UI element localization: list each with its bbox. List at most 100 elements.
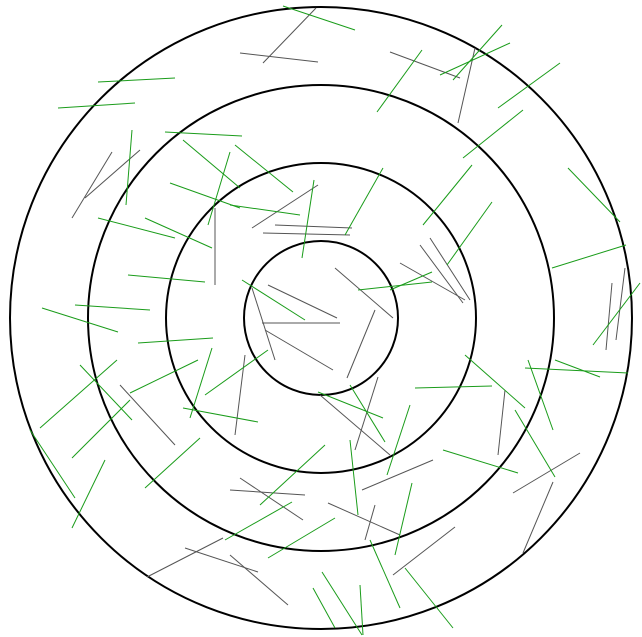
green-needle-4 — [376, 49, 423, 113]
green-needle-37 — [29, 429, 76, 499]
green-needle-41 — [551, 244, 627, 269]
gray-needle-28 — [364, 504, 376, 541]
green-needle-58 — [321, 571, 363, 636]
green-needle-52 — [259, 444, 326, 506]
green-needle-26 — [241, 279, 306, 321]
gray-needle-27 — [327, 502, 401, 536]
gray-needle-37 — [615, 267, 626, 341]
gray-needle-23 — [354, 376, 379, 451]
green-needle-48 — [349, 384, 386, 443]
gray-needle-26 — [361, 459, 434, 491]
green-needle-31 — [189, 347, 213, 419]
green-needle-43 — [524, 367, 629, 374]
green-needle-47 — [442, 449, 519, 474]
green-needle-39 — [464, 354, 526, 409]
gray-needle-16 — [346, 309, 376, 379]
gray-needle-19 — [429, 237, 471, 301]
ring-4-outermost — [9, 6, 633, 630]
green-needle-1 — [282, 5, 356, 31]
green-needle-8 — [462, 109, 524, 159]
green-needle-20 — [422, 164, 473, 226]
green-needle-56 — [369, 539, 401, 609]
gray-needle-9 — [274, 224, 353, 229]
green-needle-44 — [554, 359, 601, 378]
gray-needle-14 — [264, 329, 334, 371]
green-needle-7 — [497, 62, 561, 109]
gray-needle-1 — [262, 7, 317, 64]
rings-layer — [9, 6, 633, 630]
green-needle-11 — [182, 139, 241, 189]
green-needle-53 — [224, 501, 293, 541]
green-needle-5 — [439, 42, 511, 76]
green-needle-61 — [592, 282, 641, 346]
gray-needle-20 — [119, 384, 176, 446]
gray-needle-3 — [389, 51, 461, 79]
gray-needle-35 — [522, 481, 554, 554]
green-needle-51 — [349, 439, 359, 516]
green-needle-30 — [182, 407, 259, 423]
gray-needle-21 — [234, 354, 246, 436]
gray-needle-17 — [399, 262, 466, 301]
green-needle-19 — [344, 167, 384, 236]
green-needle-24 — [41, 307, 119, 333]
ring-3 — [87, 84, 555, 552]
gray-needle-31 — [229, 554, 289, 606]
green-needle-25 — [137, 337, 214, 344]
green-needle-49 — [317, 391, 384, 419]
green-needle-34 — [71, 399, 131, 459]
green-needle-12 — [234, 144, 294, 193]
gray-needle-36 — [605, 282, 613, 351]
gray-needles-layer — [71, 7, 626, 606]
green-needle-38 — [71, 459, 106, 529]
green-needle-46 — [527, 359, 554, 431]
green-needle-22 — [127, 274, 206, 283]
green-needle-35 — [79, 364, 133, 421]
green-needle-3 — [57, 102, 136, 109]
gray-needle-8 — [262, 232, 351, 236]
green-needle-16 — [97, 217, 176, 239]
gray-needle-12 — [267, 284, 338, 319]
green-needle-59 — [312, 587, 336, 629]
green-needle-10 — [164, 131, 243, 137]
gray-needle-6 — [84, 149, 141, 199]
green-needle-14 — [169, 182, 241, 209]
green-needle-23 — [74, 304, 151, 311]
ring-1-innermost — [243, 240, 399, 396]
gray-needle-7 — [251, 184, 319, 229]
green-needle-40 — [414, 385, 493, 389]
green-needle-54 — [267, 517, 336, 559]
gray-needle-15 — [251, 287, 276, 361]
ring-2 — [165, 162, 477, 474]
green-needle-21 — [446, 201, 493, 266]
gray-needle-29 — [146, 537, 224, 578]
gray-needle-5 — [71, 151, 113, 219]
gray-needle-11 — [334, 267, 394, 319]
green-needle-15 — [229, 204, 301, 216]
gray-needle-25 — [239, 477, 304, 521]
green-needle-18 — [301, 179, 315, 259]
green-needle-2 — [97, 77, 176, 83]
green-needle-6 — [452, 24, 503, 81]
green-needle-42 — [567, 167, 621, 223]
green-needle-36 — [144, 437, 201, 489]
green-needles-layer — [29, 5, 641, 636]
gray-needle-33 — [497, 389, 506, 456]
green-needle-27 — [357, 281, 433, 291]
gray-needle-2 — [239, 52, 319, 63]
green-needle-17 — [144, 217, 213, 249]
green-needle-45 — [514, 409, 556, 478]
gray-needle-18 — [419, 244, 464, 304]
green-needle-57 — [404, 567, 454, 629]
gray-needle-34 — [512, 452, 581, 494]
gray-needle-32 — [392, 526, 456, 576]
green-needle-28 — [389, 271, 433, 291]
gray-needle-24 — [229, 489, 306, 496]
green-needle-60 — [359, 584, 364, 636]
green-needle-50 — [386, 404, 411, 476]
green-needle-13 — [207, 151, 231, 226]
green-needle-29 — [204, 349, 269, 396]
green-needle-9 — [125, 129, 133, 206]
green-needle-33 — [39, 359, 118, 429]
